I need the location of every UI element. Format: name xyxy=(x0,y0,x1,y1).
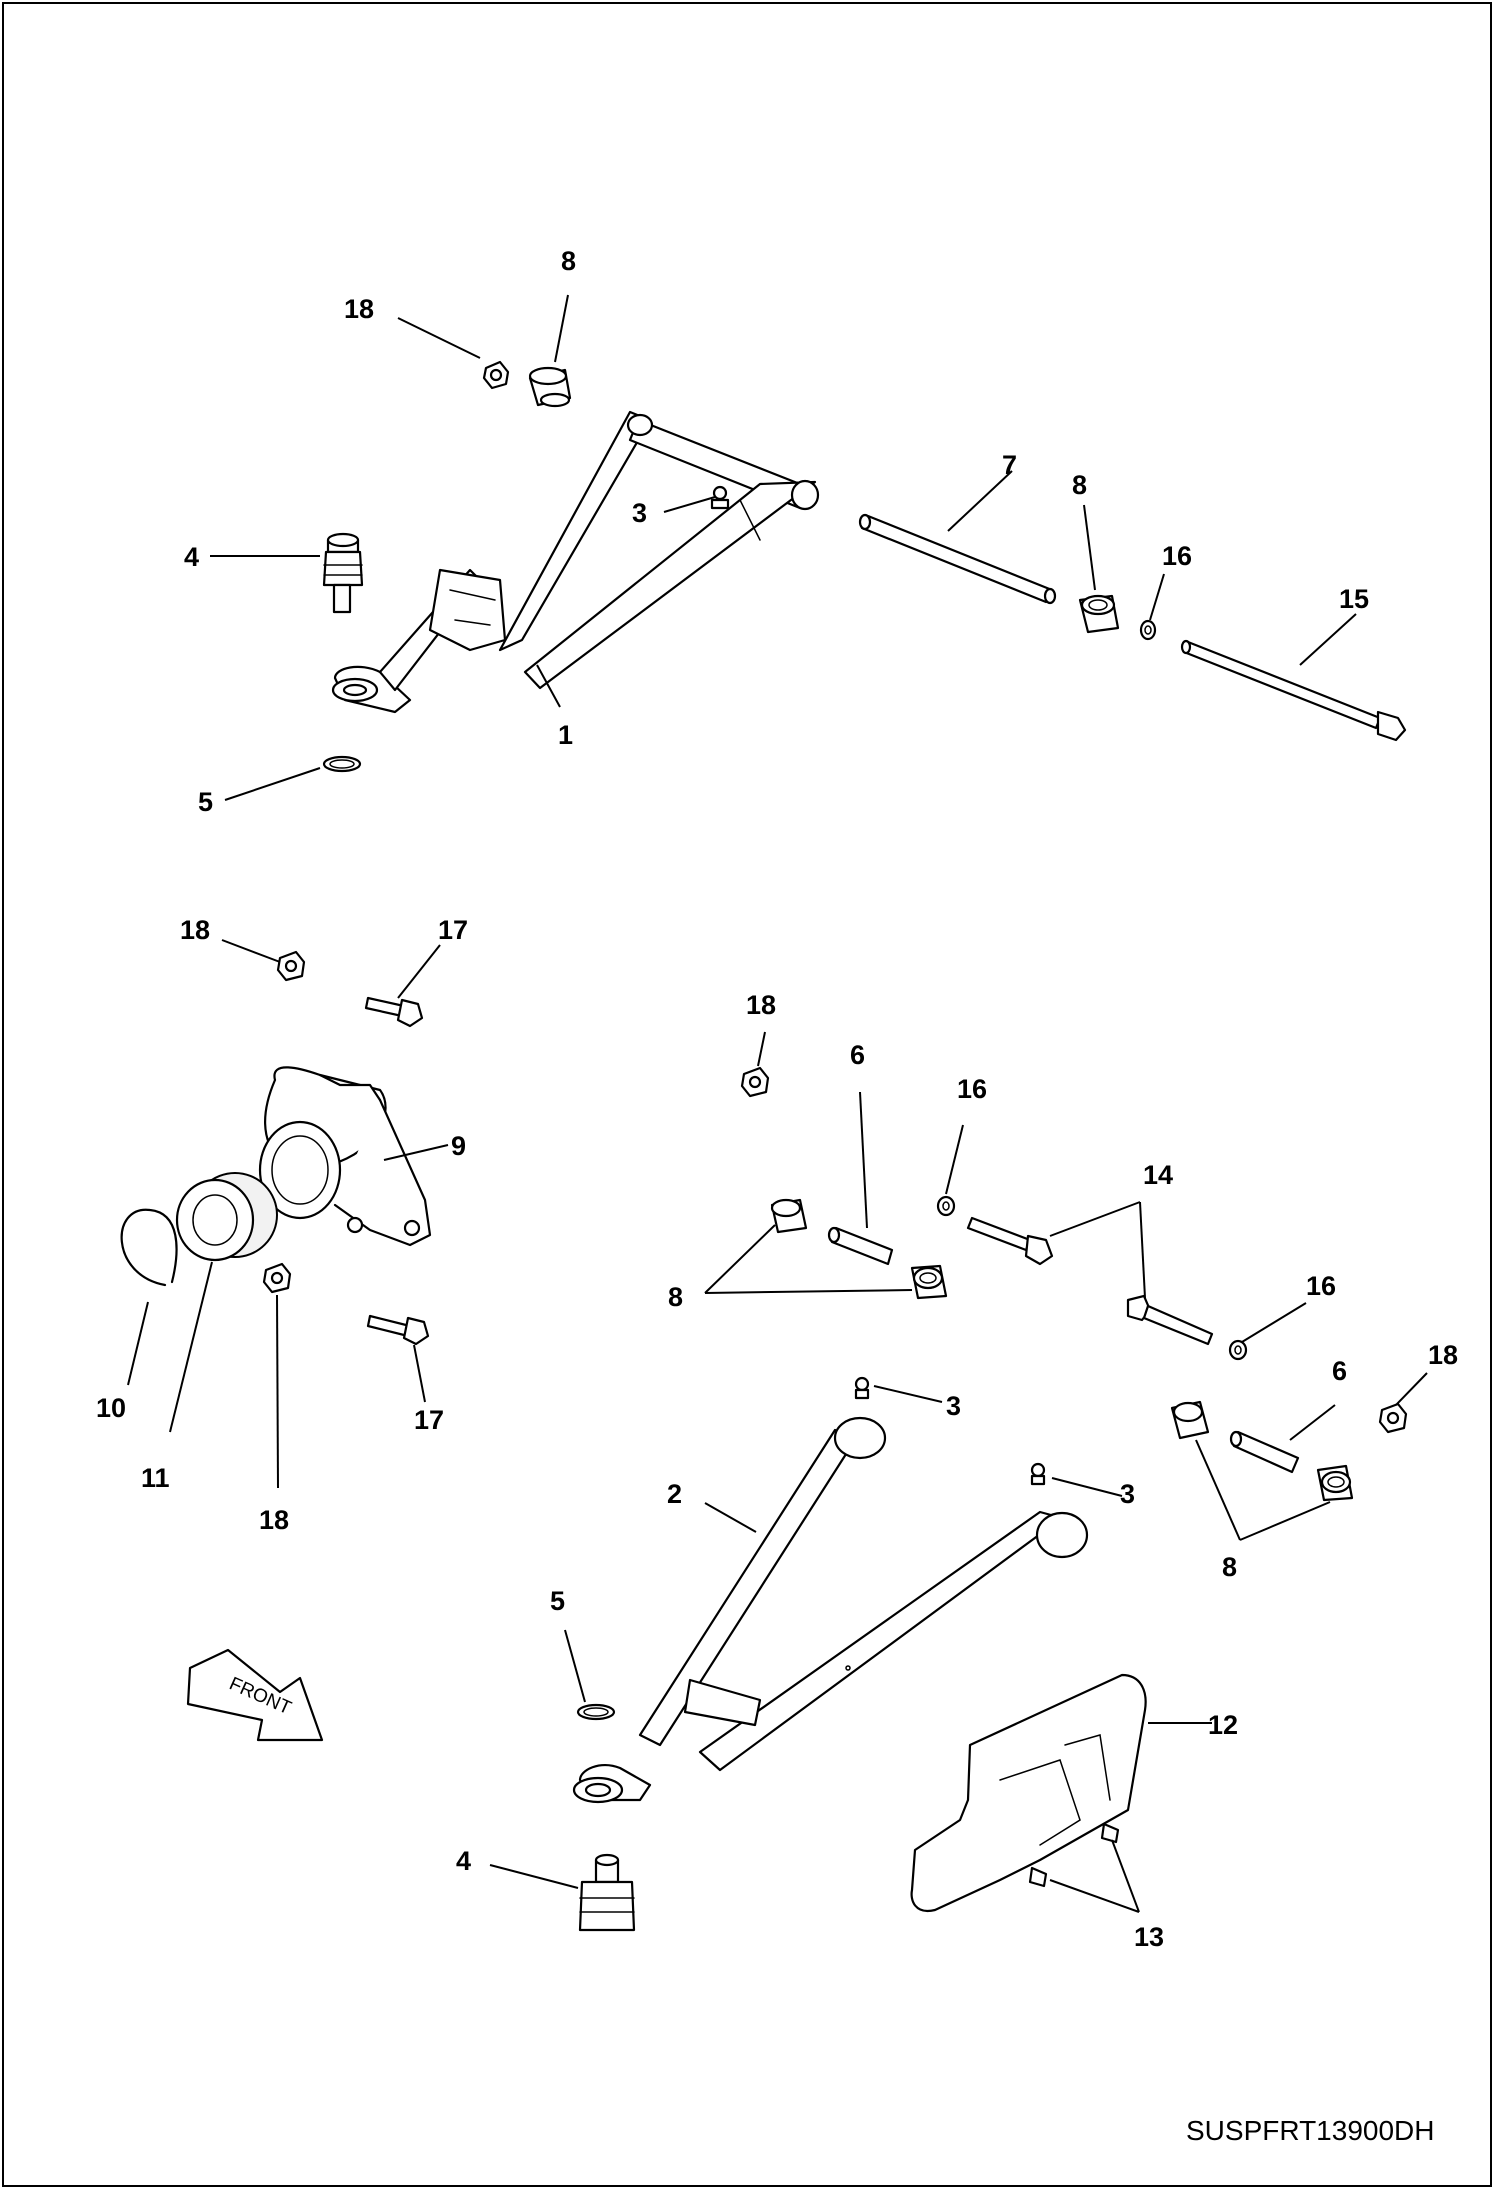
sleeve-6-left xyxy=(827,1226,894,1266)
callout-10: 10 xyxy=(96,1393,126,1423)
steering-knuckle-9 xyxy=(258,1066,432,1247)
callout-3: 3 xyxy=(632,498,647,528)
callout-4: 4 xyxy=(456,1846,471,1876)
callout-17: 17 xyxy=(438,915,468,945)
callout-14: 14 xyxy=(1143,1160,1173,1190)
nut-18-top xyxy=(482,360,510,390)
callout-16: 16 xyxy=(1306,1271,1336,1301)
lower-a-arm xyxy=(572,1416,1089,1804)
callout-18: 18 xyxy=(1428,1340,1458,1370)
callout-labels: 8 18 3 4 7 8 16 15 1 5 18 17 18 6 16 9 1… xyxy=(96,246,1458,1952)
callout-11: 11 xyxy=(141,1463,170,1493)
callout-17: 17 xyxy=(414,1405,444,1435)
bushing-8-lower-right-right xyxy=(1316,1464,1354,1502)
callout-12: 12 xyxy=(1208,1710,1238,1740)
pivot-tube-7 xyxy=(858,513,1057,605)
bolts-13 xyxy=(1028,1822,1120,1888)
callout-3: 3 xyxy=(946,1391,961,1421)
bolt-15 xyxy=(1180,639,1407,742)
bushing-8-lower-right-left xyxy=(1170,1400,1210,1440)
callout-5: 5 xyxy=(550,1586,565,1616)
grease-fitting-3-lower-left xyxy=(854,1376,870,1400)
callout-8: 8 xyxy=(1222,1552,1237,1582)
grease-fitting-3-lower-right xyxy=(1030,1462,1046,1486)
wheel-bearing-11 xyxy=(175,1172,278,1262)
washer-16-lower-left xyxy=(936,1195,956,1217)
bushing-8-lower-right xyxy=(910,1264,948,1300)
callout-2: 2 xyxy=(667,1479,682,1509)
leader-lines xyxy=(127,294,1428,1913)
ball-joint-4-top xyxy=(322,532,364,614)
callout-16: 16 xyxy=(1162,541,1192,571)
callout-18: 18 xyxy=(180,915,210,945)
callout-18: 18 xyxy=(344,294,374,324)
washer-16-lower-right xyxy=(1228,1339,1248,1361)
front-direction-arrow: FRONT xyxy=(186,1648,324,1742)
retaining-ring-5-top xyxy=(322,755,362,773)
nut-18-lower-right xyxy=(1378,1402,1408,1434)
snap-ring-10 xyxy=(120,1208,178,1287)
callout-9: 9 xyxy=(451,1131,466,1161)
nut-18-lower-mid xyxy=(740,1066,770,1098)
callout-8: 8 xyxy=(561,246,576,276)
upper-a-arm xyxy=(331,410,820,714)
bushing-8-right xyxy=(1078,594,1120,634)
callout-8: 8 xyxy=(1072,470,1087,500)
retaining-ring-5-lower xyxy=(576,1703,616,1721)
callout-1: 1 xyxy=(558,720,573,750)
bushing-8-top xyxy=(528,366,572,408)
bolt-17-bottom xyxy=(366,1314,430,1346)
bolt-14-lower xyxy=(1126,1294,1214,1346)
grease-fitting-3-top xyxy=(710,485,730,510)
nut-18-knuckle-top xyxy=(276,950,306,982)
callout-7: 7 xyxy=(1002,450,1017,480)
skid-plate-12 xyxy=(910,1673,1147,1913)
callout-18: 18 xyxy=(746,990,776,1020)
callout-6: 6 xyxy=(850,1040,865,1070)
callout-5: 5 xyxy=(198,787,213,817)
callout-6: 6 xyxy=(1332,1356,1347,1386)
callout-8: 8 xyxy=(668,1282,683,1312)
bolt-17-top xyxy=(364,996,424,1028)
ball-joint-4-lower xyxy=(578,1853,636,1932)
callout-4: 4 xyxy=(184,542,199,572)
callout-13: 13 xyxy=(1134,1922,1164,1952)
bolt-14-upper xyxy=(966,1216,1054,1266)
callout-18: 18 xyxy=(259,1505,289,1535)
drawing-id: SUSPFRT13900DH xyxy=(1186,2115,1434,2146)
callout-16: 16 xyxy=(957,1074,987,1104)
washer-16-top xyxy=(1139,619,1157,641)
nut-18-knuckle-bottom xyxy=(262,1262,292,1294)
bushing-8-lower-left xyxy=(770,1198,808,1234)
sleeve-6-right xyxy=(1229,1430,1300,1474)
callout-15: 15 xyxy=(1339,584,1369,614)
callout-3: 3 xyxy=(1120,1479,1135,1509)
